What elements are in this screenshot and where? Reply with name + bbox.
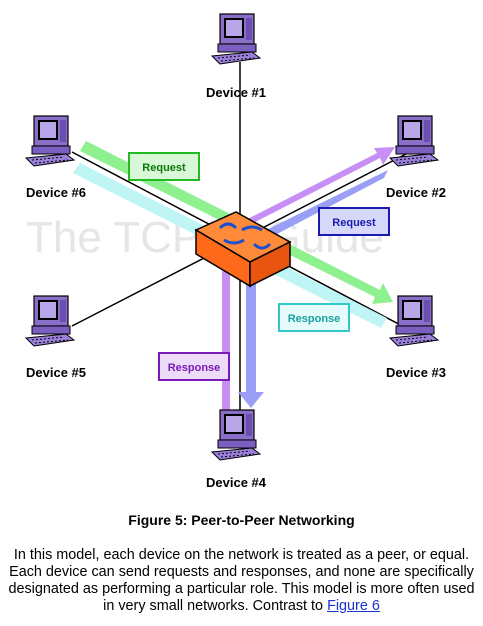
device-1 <box>211 13 261 65</box>
figure-description: In this model, each device on the networ… <box>8 547 475 615</box>
hub <box>194 211 292 288</box>
device-label-3: Device #3 <box>386 365 446 380</box>
device-label-2: Device #2 <box>386 185 446 200</box>
request-label-green-text: Request <box>142 162 186 174</box>
hub-arrows-icon <box>218 222 272 250</box>
description-text: In this model, each device on the networ… <box>8 547 475 614</box>
response-label-purple-text: Response <box>168 362 221 374</box>
request-arrow-2-to-4 <box>238 170 388 408</box>
device-label-4: Device #4 <box>206 475 267 490</box>
device-label-5: Device #5 <box>26 365 86 380</box>
peer-to-peer-diagram: The TCP/IP Guide Device #1 Devic <box>25 13 446 490</box>
request-label-green: Request <box>128 152 200 181</box>
response-label-purple: Response <box>158 352 230 381</box>
device-2 <box>389 115 439 167</box>
response-label-cyan: Response <box>278 303 350 332</box>
response-arrow-4-to-2 <box>222 147 395 410</box>
device-label-6: Device #6 <box>26 185 86 200</box>
device-4 <box>211 409 261 461</box>
device-6 <box>25 115 75 167</box>
device-5 <box>25 295 75 347</box>
figure-caption: Figure 5: Peer-to-Peer Networking <box>128 512 355 528</box>
request-label-blue: Request <box>318 207 390 236</box>
device-label-1: Device #1 <box>206 85 266 100</box>
response-label-cyan-text: Response <box>288 313 341 325</box>
figure-6-link[interactable]: Figure 6 <box>327 598 380 614</box>
device-3 <box>389 295 439 347</box>
request-label-blue-text: Request <box>332 217 376 229</box>
